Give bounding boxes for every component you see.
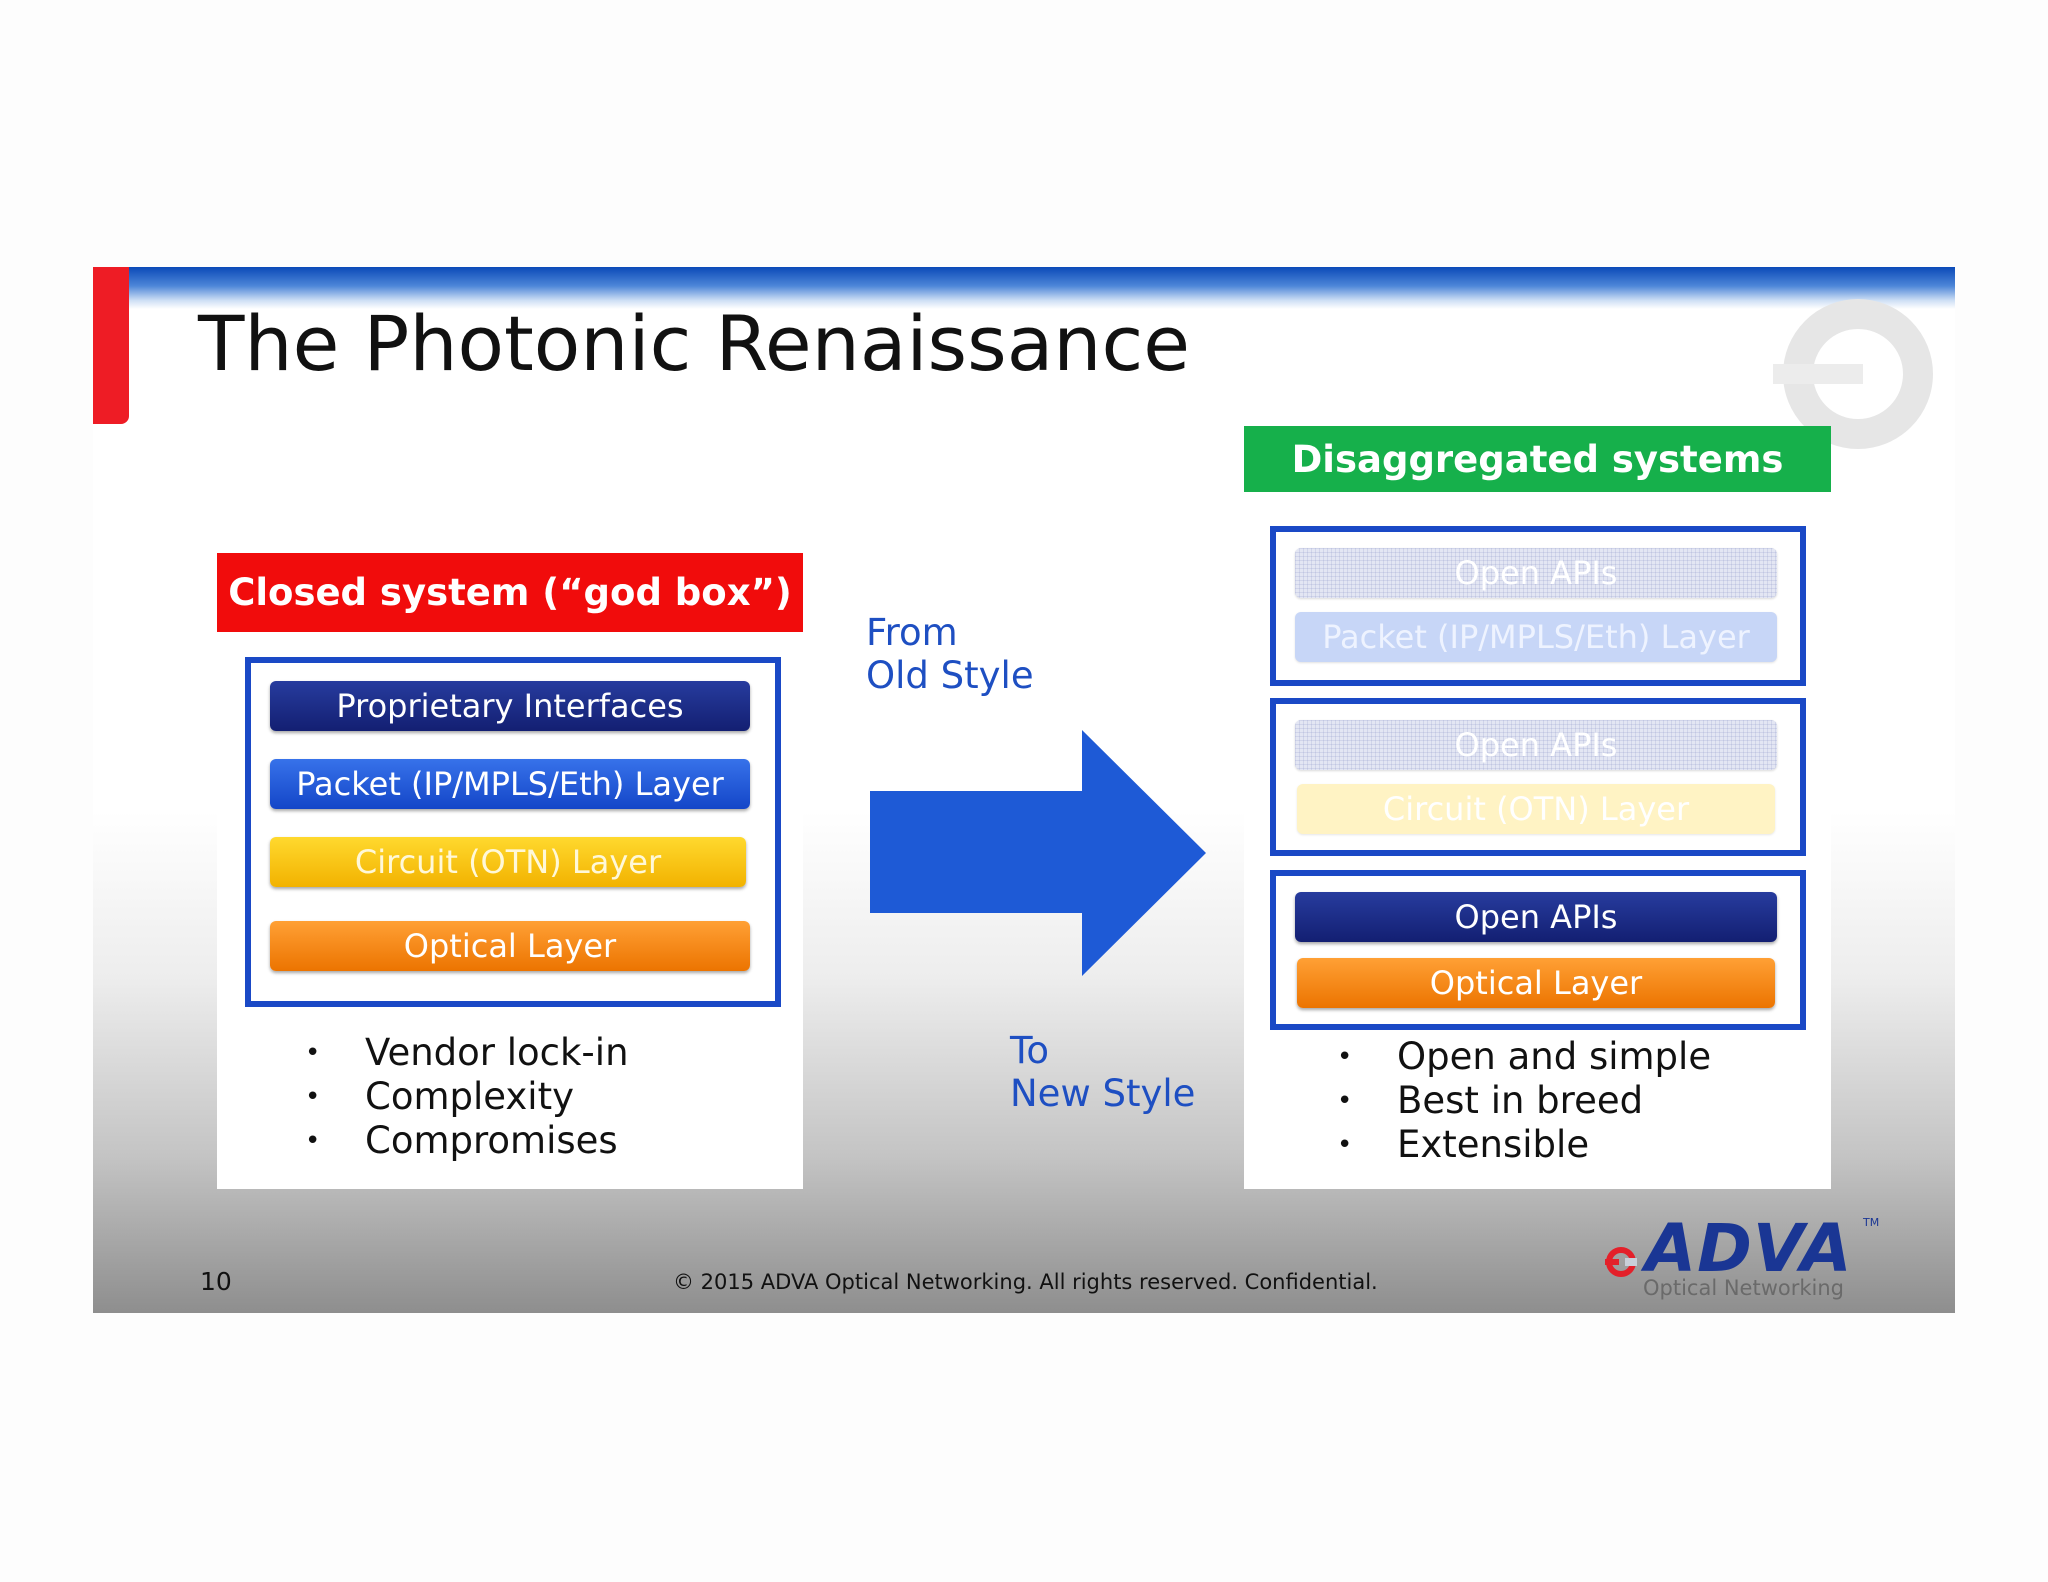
adva-logo: ADVA TM Optical Networking bbox=[1593, 1216, 1893, 1306]
circuit-layer: Circuit (OTN) Layer bbox=[270, 837, 746, 887]
copyright-notice: © 2015 ADVA Optical Networking. All righ… bbox=[673, 1270, 1378, 1294]
bullet-icon: • bbox=[1337, 1042, 1353, 1072]
slide: The Photonic Renaissance Closed system (… bbox=[93, 267, 1955, 1313]
packet-module-box: Open APIs Packet (IP/MPLS/Eth) Layer bbox=[1270, 526, 1806, 686]
bullet-icon: • bbox=[1337, 1086, 1353, 1116]
open-apis-layer: Open APIs bbox=[1295, 548, 1777, 598]
packet-layer: Packet (IP/MPLS/Eth) Layer bbox=[270, 759, 750, 809]
adva-logo-mark-icon bbox=[1605, 1247, 1637, 1277]
optical-module-box: Open APIs Optical Layer bbox=[1270, 870, 1806, 1030]
closed-system-bullets: •Vendor lock-in •Complexity •Compromises bbox=[305, 1031, 629, 1163]
closed-system-panel: Closed system (“god box”) Proprietary In… bbox=[217, 553, 803, 1189]
list-item: •Extensible bbox=[1337, 1123, 1590, 1166]
open-apis-layer: Open APIs bbox=[1295, 720, 1777, 770]
proprietary-interfaces-layer: Proprietary Interfaces bbox=[270, 681, 750, 731]
list-item: •Complexity bbox=[305, 1075, 574, 1118]
open-apis-layer: Open APIs bbox=[1295, 892, 1777, 942]
disaggregated-systems-header: Disaggregated systems bbox=[1244, 426, 1831, 492]
bullet-icon: • bbox=[305, 1038, 321, 1068]
closed-system-stack: Proprietary Interfaces Packet (IP/MPLS/E… bbox=[245, 657, 781, 1007]
bullet-icon: • bbox=[305, 1126, 321, 1156]
packet-layer: Packet (IP/MPLS/Eth) Layer bbox=[1295, 612, 1777, 662]
list-item: •Open and simple bbox=[1337, 1035, 1712, 1078]
disaggregated-bullets: •Open and simple •Best in breed •Extensi… bbox=[1337, 1035, 1711, 1167]
bullet-icon: • bbox=[305, 1082, 321, 1112]
red-accent-bar bbox=[93, 267, 129, 424]
from-old-style-label: From Old Style bbox=[866, 611, 1034, 697]
optical-layer: Optical Layer bbox=[1297, 958, 1775, 1008]
trademark-symbol: TM bbox=[1863, 1216, 1880, 1229]
adva-wordmark: ADVA bbox=[1645, 1210, 1853, 1287]
circuit-layer: Circuit (OTN) Layer bbox=[1297, 784, 1775, 834]
to-new-style-label: To New Style bbox=[1010, 1029, 1196, 1115]
disaggregated-systems-panel: Disaggregated systems Open APIs Packet (… bbox=[1244, 426, 1831, 1189]
optical-layer: Optical Layer bbox=[270, 921, 750, 971]
top-gradient-bar bbox=[93, 267, 1955, 309]
list-item: •Compromises bbox=[305, 1119, 618, 1162]
list-item: •Best in breed bbox=[1337, 1079, 1644, 1122]
circuit-module-box: Open APIs Circuit (OTN) Layer bbox=[1270, 698, 1806, 856]
slide-title: The Photonic Renaissance bbox=[198, 299, 1191, 388]
bullet-icon: • bbox=[1337, 1130, 1353, 1160]
closed-system-header: Closed system (“god box”) bbox=[217, 553, 803, 632]
page-number: 10 bbox=[200, 1267, 232, 1296]
right-arrow-icon bbox=[870, 730, 1206, 976]
adva-tagline: Optical Networking bbox=[1643, 1276, 1845, 1300]
list-item: •Vendor lock-in bbox=[305, 1031, 629, 1074]
